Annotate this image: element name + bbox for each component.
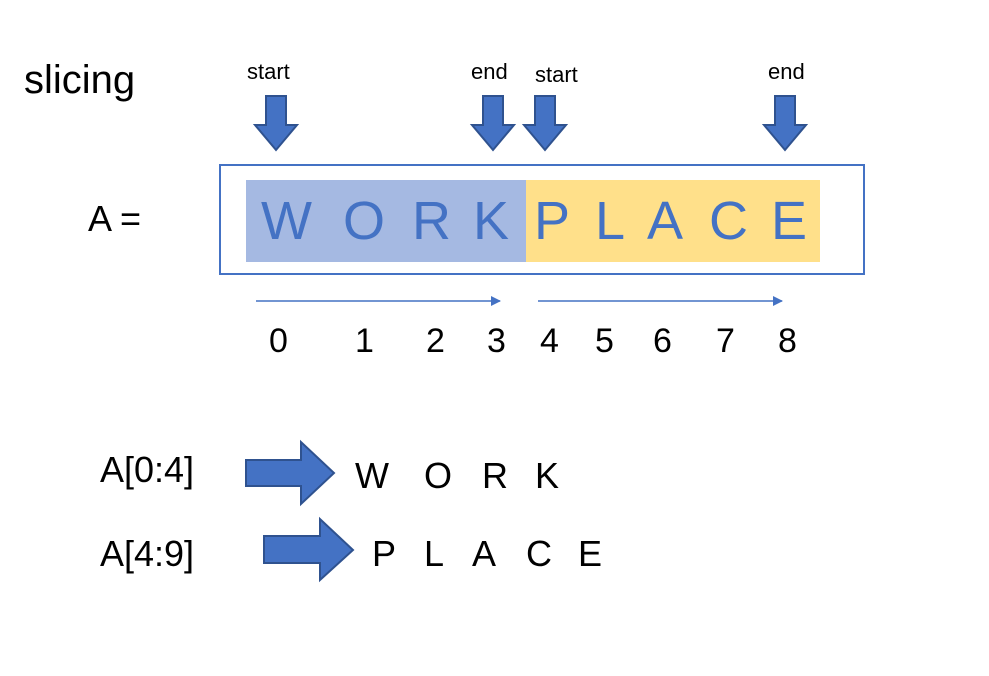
place-highlight: [526, 180, 820, 262]
result-right-arrow-icon: [263, 516, 355, 583]
array-letter: L: [595, 191, 626, 251]
diagram-title: slicing: [24, 58, 136, 102]
array-letter: O: [343, 191, 386, 251]
end-down-arrow-icon: [469, 95, 517, 152]
index-label: 2: [426, 322, 445, 360]
slice-expression-1: A[0:4]: [100, 449, 195, 490]
index-label: 5: [595, 322, 614, 360]
end-label-1: end: [471, 59, 508, 84]
result-letter: E: [578, 533, 603, 574]
end-label-2: end: [768, 59, 805, 84]
start-label-1: start: [247, 59, 290, 84]
result-letter: R: [482, 455, 508, 496]
result-letter: K: [535, 455, 560, 496]
array-letter: W: [261, 191, 312, 251]
result-letter: P: [372, 533, 397, 574]
work-highlight: [246, 180, 526, 262]
array-letter: R: [412, 191, 451, 251]
array-letter: P: [534, 191, 571, 251]
result-letter: O: [424, 455, 453, 496]
array-letter: C: [709, 191, 748, 251]
index-label: 1: [355, 322, 374, 360]
start-label-2: start: [535, 62, 578, 87]
index-label: 7: [716, 322, 735, 360]
result-letter: A: [472, 533, 497, 574]
index-label: 6: [653, 322, 672, 360]
result-letter: C: [526, 533, 552, 574]
array-letter: K: [473, 191, 510, 251]
array-frame: [219, 164, 865, 275]
index-label: 8: [778, 322, 797, 360]
result-letter: L: [424, 533, 445, 574]
array-label: A =: [88, 198, 142, 239]
index-label: 4: [540, 322, 559, 360]
start-down-arrow-icon: [521, 95, 569, 152]
index-label: 3: [487, 322, 506, 360]
result-right-arrow-icon: [245, 439, 336, 507]
result-letter: W: [355, 455, 389, 496]
start-down-arrow-icon: [252, 95, 300, 152]
end-down-arrow-icon: [761, 95, 809, 152]
array-letter: A: [647, 191, 684, 251]
array-letter: E: [771, 191, 808, 251]
index-label: 0: [269, 322, 288, 360]
slice-expression-2: A[4:9]: [100, 533, 195, 574]
